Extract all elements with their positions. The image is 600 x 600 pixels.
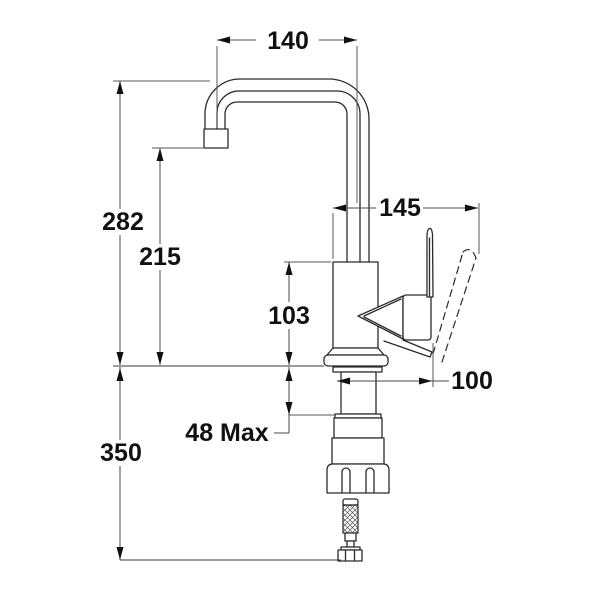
arrowhead [465, 204, 478, 212]
arrowhead [333, 204, 346, 212]
label-max-deck-thickness: 48 Max [185, 419, 268, 447]
hose-hex-nut [337, 549, 363, 562]
label-total-height: 282 [102, 208, 144, 236]
body-flare [326, 347, 385, 356]
arrowhead [116, 352, 124, 365]
arrowhead [285, 352, 293, 365]
handle-dashed-line-left [432, 251, 464, 355]
dimension-spout-height: 215 [139, 148, 181, 365]
dimension-max-deck-thickness: 48 Max [185, 367, 293, 447]
supply-hose [337, 498, 363, 562]
handle-skirt [383, 339, 433, 358]
arrowhead [285, 368, 293, 381]
label-handle-reach: 145 [379, 194, 421, 222]
arrowhead [116, 81, 124, 94]
dimension-handle-depth: 100 [337, 367, 493, 395]
base-plate [323, 354, 389, 367]
mounting-nut-slot-right [365, 467, 375, 494]
faucet-body [323, 261, 389, 367]
label-body-height: 103 [268, 302, 310, 330]
label-handle-depth: 100 [451, 367, 493, 395]
spout-middle-line [216, 90, 361, 263]
mounting-nut-slot-left [341, 467, 351, 494]
label-spout-reach: 140 [267, 27, 309, 55]
arrowhead [344, 36, 357, 44]
label-under-counter-length: 350 [100, 439, 142, 467]
spout-inner-line [224, 101, 348, 263]
faucet-spout [203, 78, 370, 263]
handle-hub [402, 294, 432, 341]
extension-lines [113, 46, 480, 416]
arrowhead [116, 368, 124, 381]
handle-dashed-tip [462, 248, 477, 259]
handle-rotated-position [432, 248, 477, 363]
threaded-shank [340, 371, 377, 415]
deck-lip [332, 366, 383, 373]
dimension-handle-reach: 145 [333, 194, 478, 222]
hose-neck [346, 540, 355, 548]
arrowhead [156, 148, 164, 161]
hose-top-cap [342, 498, 359, 506]
faucet-handle [357, 227, 477, 363]
hose-hex-facets [344, 549, 356, 562]
arrowhead [419, 377, 432, 385]
mounting-hardware [326, 366, 390, 494]
mounting-nut [326, 463, 390, 494]
body-column [332, 261, 379, 349]
label-spout-height: 215 [139, 243, 181, 271]
dimension-under-counter-length: 350 [100, 367, 142, 560]
arrowhead [285, 262, 293, 275]
hose-ferrule [344, 532, 357, 542]
spout-nozzle [203, 128, 229, 149]
spacer-block-lower [331, 437, 385, 465]
dimension-spout-reach: 140 [217, 27, 357, 55]
arrowhead [116, 547, 124, 560]
arrowhead [285, 402, 293, 415]
dimension-body-height: 103 [268, 262, 310, 365]
arrowhead [217, 36, 230, 44]
hose-braided-section [342, 504, 359, 534]
dimension-total-height: 282 [102, 81, 144, 365]
spout-outer-line [204, 78, 370, 263]
spacer-block-upper [333, 417, 383, 439]
handle-cone-inner-edges [363, 298, 402, 337]
arrowhead [337, 377, 350, 385]
handle-dashed-line-right [441, 257, 477, 363]
arrowhead [156, 352, 164, 365]
